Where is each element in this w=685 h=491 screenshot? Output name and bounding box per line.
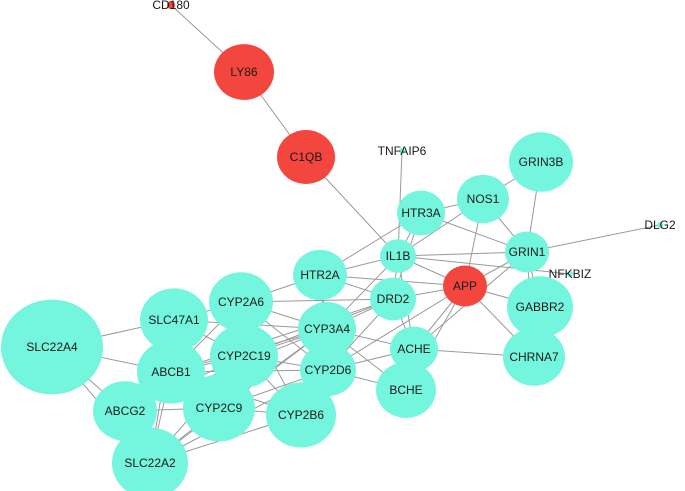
node-circle <box>112 427 188 491</box>
node-ache[interactable]: ACHE <box>390 326 438 372</box>
node-circle <box>657 222 663 228</box>
node-cyp2c9[interactable]: CYP2C9 <box>183 374 255 442</box>
node-circle <box>505 231 549 273</box>
node-label: C1QB <box>290 150 323 164</box>
node-htr3a[interactable]: HTR3A <box>397 190 445 236</box>
node-label: SLC22A4 <box>26 340 78 354</box>
node-label: ABCB1 <box>151 365 191 379</box>
node-label: CYP2A6 <box>218 295 264 309</box>
node-circle <box>210 324 278 388</box>
node-tnfaip6[interactable]: TNFAIP6 <box>378 144 427 158</box>
node-drd2[interactable]: DRD2 <box>370 277 416 321</box>
node-label: LY86 <box>230 65 257 79</box>
node-cyp3a4[interactable]: CYP3A4 <box>298 302 356 356</box>
node-label: ACHE <box>397 342 430 356</box>
node-circle <box>376 362 436 418</box>
node-abcb1[interactable]: ABCB1 <box>137 340 205 404</box>
node-circle <box>277 130 335 184</box>
node-label: BCHE <box>389 383 422 397</box>
node-circle <box>1 299 103 395</box>
node-circle <box>137 340 205 404</box>
node-label: APP <box>453 279 477 293</box>
node-circle <box>370 277 416 321</box>
node-app[interactable]: APP <box>443 265 487 307</box>
node-circle <box>443 265 487 307</box>
node-label: CYP2D6 <box>305 363 352 377</box>
node-circle <box>567 271 573 277</box>
node-circle <box>93 381 157 441</box>
node-label: CYP2C19 <box>217 349 271 363</box>
node-label: TNFAIP6 <box>378 144 427 158</box>
edge-dlg2-grin1 <box>526 224 661 253</box>
node-label: CYP2C9 <box>196 401 243 415</box>
node-label: SLC22A2 <box>124 456 176 470</box>
node-label: CYP2B6 <box>278 408 324 422</box>
node-label: NFKBIZ <box>549 267 592 281</box>
node-label: SLC47A1 <box>148 313 200 327</box>
node-nos1[interactable]: NOS1 <box>457 174 509 224</box>
node-cyp2c19[interactable]: CYP2C19 <box>210 324 278 388</box>
node-circle <box>209 272 273 332</box>
node-circle <box>503 328 565 386</box>
node-label: CYP3A4 <box>304 322 350 336</box>
node-slc47a1[interactable]: SLC47A1 <box>140 288 208 352</box>
node-cyp2a6[interactable]: CYP2A6 <box>209 272 273 332</box>
node-label: NOS1 <box>467 192 500 206</box>
node-circle <box>298 302 356 356</box>
node-circle <box>509 132 573 192</box>
node-circle <box>380 239 416 273</box>
node-cyp2d6[interactable]: CYP2D6 <box>300 343 356 397</box>
node-dlg2[interactable]: DLG2 <box>644 218 676 232</box>
node-cd180[interactable]: CD180 <box>152 0 190 12</box>
node-gabbr2[interactable]: GABBR2 <box>507 276 573 338</box>
node-circle <box>293 249 347 301</box>
node-circle <box>390 326 438 372</box>
node-label: HTR2A <box>300 268 339 282</box>
node-grin1[interactable]: GRIN1 <box>505 231 549 273</box>
node-circle <box>399 148 405 154</box>
node-chrna7[interactable]: CHRNA7 <box>503 328 565 386</box>
node-circle <box>457 174 509 224</box>
node-slc22a4[interactable]: SLC22A4 <box>1 299 103 395</box>
node-label: GABBR2 <box>516 300 565 314</box>
node-label: GRIN1 <box>509 245 546 259</box>
node-circle <box>507 276 573 338</box>
node-circle <box>397 190 445 236</box>
edge-il1b-nfkbiz <box>397 255 571 275</box>
node-slc22a2[interactable]: SLC22A2 <box>112 427 188 491</box>
node-circle <box>266 382 336 448</box>
node-label: CD180 <box>152 0 190 12</box>
node-grin3b[interactable]: GRIN3B <box>509 132 573 192</box>
node-htr2a[interactable]: HTR2A <box>293 249 347 301</box>
node-label: DRD2 <box>377 292 410 306</box>
node-label: DLG2 <box>644 218 676 232</box>
node-label: HTR3A <box>401 206 440 220</box>
edge-drd2-abcb1 <box>170 298 394 373</box>
node-ly86[interactable]: LY86 <box>214 44 274 100</box>
node-circle <box>167 1 175 9</box>
node-circle <box>140 288 208 352</box>
node-circle <box>214 44 274 100</box>
node-label: IL1B <box>386 249 411 263</box>
node-label: ABCG2 <box>105 404 146 418</box>
node-c1qb[interactable]: C1QB <box>277 130 335 184</box>
node-il1b[interactable]: IL1B <box>380 239 416 273</box>
node-cyp2b6[interactable]: CYP2B6 <box>266 382 336 448</box>
node-nfkbiz[interactable]: NFKBIZ <box>549 267 592 281</box>
node-label: CHRNA7 <box>509 350 559 364</box>
node-bche[interactable]: BCHE <box>376 362 436 418</box>
node-circle <box>300 343 356 397</box>
node-circle <box>183 374 255 442</box>
node-label: GRIN3B <box>519 155 564 169</box>
node-abcg2[interactable]: ABCG2 <box>93 381 157 441</box>
